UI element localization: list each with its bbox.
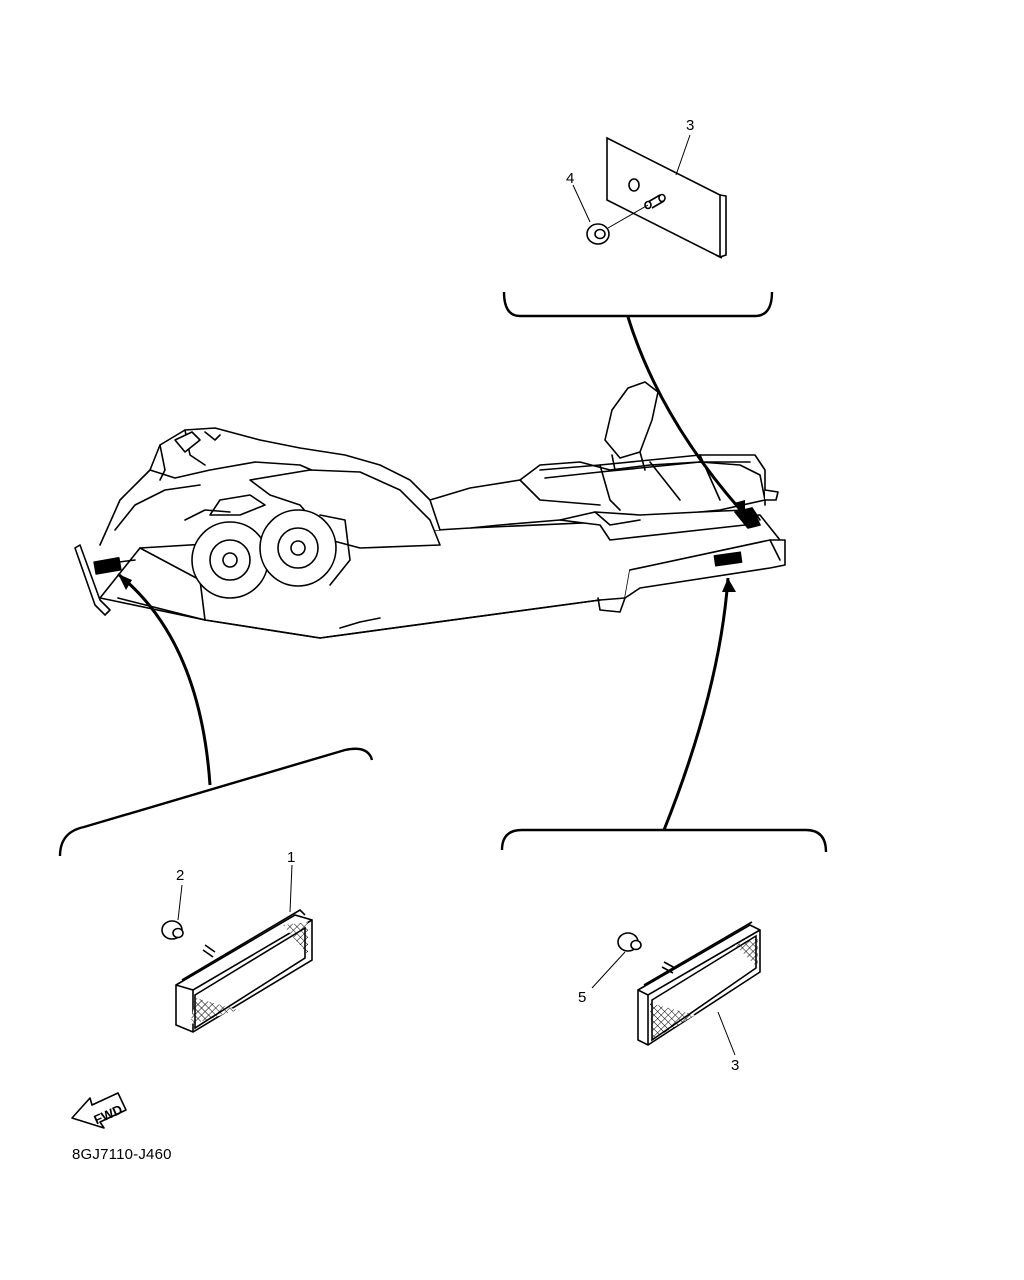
- callout-label: 4: [566, 170, 574, 187]
- detail-panel-left: [58, 747, 374, 1033]
- callout-label: 5: [578, 989, 586, 1006]
- panel-bracket-left: [58, 747, 374, 857]
- panel-bracket-top: [502, 291, 774, 318]
- snowmobile-illustration: [74, 381, 786, 639]
- reflector-1: [175, 908, 313, 1033]
- leader-arrowheads: [118, 500, 745, 592]
- fwd-arrow-icon: FWD: [71, 1092, 127, 1129]
- part-code: 8GJ7110-J460: [72, 1146, 172, 1163]
- callout-label: 3: [731, 1057, 739, 1074]
- nut-4: [586, 223, 610, 245]
- leader-lines: [117, 316, 747, 831]
- callout-label: 2: [176, 867, 184, 884]
- detail-panel-top: [502, 134, 774, 318]
- detail-panel-right: [500, 828, 828, 1056]
- callout-label: 1: [287, 849, 295, 866]
- nut-5: [617, 932, 642, 952]
- reflector-3: [637, 921, 761, 1046]
- callout-label: 3: [686, 117, 694, 134]
- panel-bracket-right: [500, 828, 828, 853]
- nut-2: [161, 920, 184, 940]
- plate-reflector-3: [606, 136, 727, 259]
